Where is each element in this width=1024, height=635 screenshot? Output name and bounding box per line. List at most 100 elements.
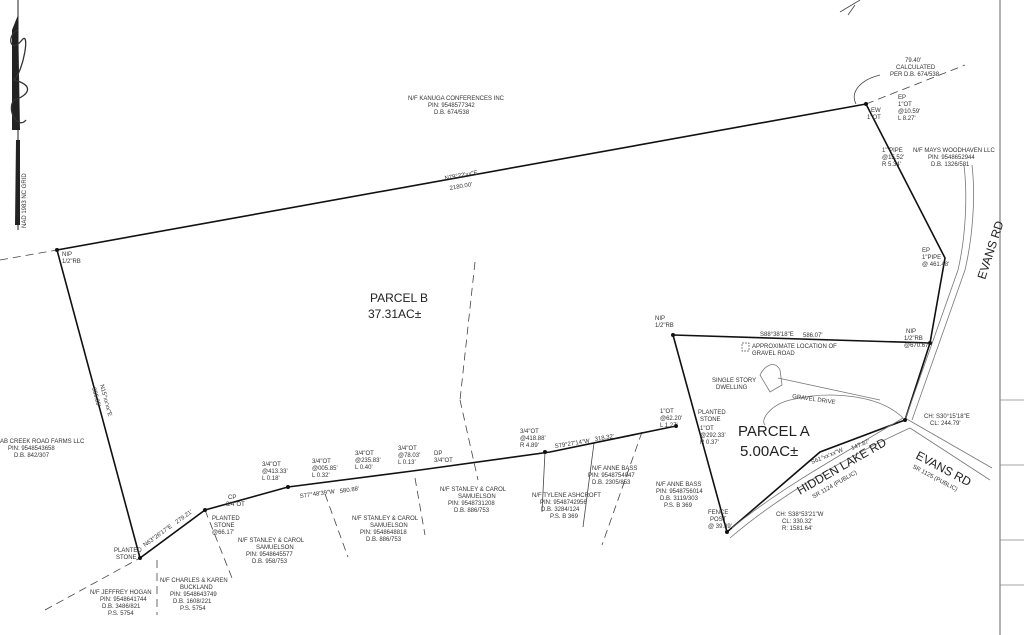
svg-text:PIN: 9548641744: PIN: 9548641744	[100, 597, 147, 603]
svg-text:@ 461.48': @ 461.48'	[922, 262, 949, 268]
svg-text:STONE: STONE	[116, 555, 137, 561]
parcel-a-name: PARCEL A	[738, 423, 810, 440]
svg-text:1"OT: 1"OT	[700, 426, 714, 432]
monument-label-6: 1"OT@62.20'L 1.27'	[660, 409, 682, 429]
svg-text:@66.17': @66.17'	[212, 530, 234, 536]
svg-text:79.40': 79.40'	[905, 58, 921, 64]
svg-text:D.B. 3486/821: D.B. 3486/821	[102, 604, 141, 610]
svg-text:D.B. 842/307: D.B. 842/307	[14, 453, 50, 459]
svg-text:PIN: 9548648818: PIN: 9548648818	[360, 530, 407, 536]
extension-lines	[0, 64, 966, 615]
svg-text:NIP: NIP	[62, 252, 72, 258]
svg-text:D.B. 958/753: D.B. 958/753	[252, 559, 288, 565]
svg-text:SINGLE STORY: SINGLE STORY	[712, 378, 756, 384]
svg-text:PIN: 9548756014: PIN: 9548756014	[656, 489, 703, 495]
svg-text:@10.59': @10.59'	[898, 109, 920, 115]
svg-text:P.S. B 369: P.S. B 369	[664, 503, 693, 509]
svg-text:L 0.40': L 0.40'	[355, 465, 373, 471]
svg-text:EP: EP	[898, 95, 906, 101]
svg-text:D.B. 3119/303: D.B. 3119/303	[660, 496, 699, 502]
svg-text:PIN: 9548577342: PIN: 9548577342	[428, 103, 475, 109]
svg-text:SAMUELSON: SAMUELSON	[458, 494, 496, 500]
svg-text:GRAVEL ROAD: GRAVEL ROAD	[752, 351, 795, 357]
owner-creek-farms: AB CREEK ROAD FARMS LLC PIN: 9548543658 …	[0, 439, 85, 459]
road-lines	[729, 164, 993, 539]
svg-text:CH: S38°53'21"W: CH: S38°53'21"W	[776, 512, 824, 518]
svg-text:APPROXIMATE LOCATION OF: APPROXIMATE LOCATION OF	[752, 344, 837, 350]
monument-markers	[55, 102, 932, 560]
svg-text:@005.85': @005.85'	[312, 466, 338, 472]
svg-text:L 0.13': L 0.13'	[398, 460, 416, 466]
svg-text:P.S. B 369: P.S. B 369	[550, 514, 579, 520]
svg-text:3/4"OT: 3/4"OT	[226, 502, 245, 508]
svg-text:P.S. 5754: P.S. 5754	[180, 606, 206, 612]
svg-text:PIN: 9548731208: PIN: 9548731208	[448, 501, 495, 507]
datum-label: NAD 1983 NC GRID	[22, 173, 28, 228]
svg-text:EP: EP	[922, 248, 930, 254]
svg-text:CP: CP	[228, 495, 236, 501]
svg-text:L 8.27': L 8.27'	[898, 116, 916, 122]
distance-west: 955.35'	[90, 387, 101, 407]
parcel-a-area: 5.00AC±	[740, 443, 798, 460]
svg-text:P.S. 5754: P.S. 5754	[108, 611, 134, 617]
svg-text:N/F JEFFREY HOGAN: N/F JEFFREY HOGAN	[90, 590, 152, 596]
svg-text:PIN: 9548645577: PIN: 9548645577	[246, 552, 293, 558]
svg-text:STONE: STONE	[214, 523, 235, 529]
monument-label-1: 3/4"OT@413.33'L 0.18'	[262, 462, 288, 482]
svg-text:BUCKLAND: BUCKLAND	[180, 585, 213, 591]
svg-text:1"PIPE: 1"PIPE	[922, 255, 941, 261]
parcel-b-area: 37.31AC±	[368, 307, 422, 321]
svg-text:@413.33': @413.33'	[262, 469, 288, 475]
svg-text:1"OT: 1"OT	[898, 102, 912, 108]
svg-text:3/4"OT: 3/4"OT	[355, 451, 374, 457]
svg-text:N/F STANLEY & CAROL: N/F STANLEY & CAROL	[352, 516, 419, 522]
owner-ashcroft: N/F TYLENE ASHCROFT PIN: 9548742956 D.B.…	[532, 493, 601, 520]
svg-text:1" PIPE: 1" PIPE	[882, 148, 903, 154]
bearing-parcel-a-north: S88°38'18"E	[760, 332, 794, 338]
owner-mays: N/F MAYS WOODHAVEN LLC PIN: 9548652944 D…	[913, 148, 995, 168]
svg-text:3/4"OT: 3/4"OT	[312, 459, 331, 465]
svg-text:SAMUELSON: SAMUELSON	[256, 545, 294, 551]
svg-text:PIN: 9548742956: PIN: 9548742956	[540, 500, 587, 506]
parcel-a-boundary	[672, 334, 932, 534]
svg-text:D.B. 674/538: D.B. 674/538	[434, 110, 470, 116]
east-boundary	[865, 103, 946, 344]
svg-text:@670.67': @670.67'	[904, 343, 930, 349]
svg-text:FENCE: FENCE	[708, 510, 728, 516]
monument-label-2: 3/4"OT@005.85'L 0.32'	[312, 459, 338, 479]
svg-text:STONE: STONE	[700, 417, 721, 423]
svg-text:3/4"OT: 3/4"OT	[398, 446, 417, 452]
svg-text:PIN: 9548652944: PIN: 9548652944	[928, 155, 975, 161]
svg-text:AB CREEK ROAD FARMS LLC: AB CREEK ROAD FARMS LLC	[0, 439, 85, 445]
parcel-b-name: PARCEL B	[370, 291, 428, 305]
svg-text:1/2"RB: 1/2"RB	[655, 323, 674, 329]
svg-text:N/F TYLENE ASHCROFT: N/F TYLENE ASHCROFT	[532, 493, 601, 499]
svg-text:@78.03': @78.03'	[398, 453, 420, 459]
svg-text:D.B. 3284/124: D.B. 3284/124	[541, 507, 580, 513]
distance-south-3: 318.32'	[594, 434, 614, 443]
bearing-north: N79°22'xx"E	[444, 170, 478, 182]
bearing-south-2: S77°48'39"W	[299, 489, 335, 500]
monument-label-4: 3/4"OT@78.03'L 0.13'	[398, 446, 420, 466]
distance-south-1: 279.21'	[175, 509, 194, 525]
parcel-b-boundary	[56, 103, 867, 560]
owner-samuelson-1: N/F STANLEY & CAROL SAMUELSON PIN: 95486…	[238, 538, 305, 565]
distance-parcel-a-north: 586.07'	[803, 333, 823, 339]
svg-text:POST: POST	[710, 517, 727, 523]
north-arrow-icon	[10, 0, 29, 230]
svg-text:D.B. 886/753: D.B. 886/753	[454, 508, 490, 514]
svg-text:L 1.27': L 1.27'	[660, 423, 678, 429]
svg-text:CH: S30°15'18"E: CH: S30°15'18"E	[924, 414, 970, 420]
svg-text:N/F CHARLES & KAREN: N/F CHARLES & KAREN	[160, 578, 228, 584]
owner-buckland-1: N/F CHARLES & KAREN BUCKLAND PIN: 954864…	[160, 578, 228, 612]
svg-text:PIN: 9548643749: PIN: 9548643749	[170, 592, 217, 598]
evans-road-upper-label: EVANS RD	[975, 219, 1007, 281]
bearing-south-3: S79°27'14"W	[554, 438, 590, 450]
svg-text:DWELLING: DWELLING	[716, 385, 748, 391]
svg-text:DP: DP	[434, 451, 442, 457]
monument-label-5: 3/4"OT@418.88'R 4.89'	[520, 429, 546, 449]
svg-text:D.B. 1608/221: D.B. 1608/221	[173, 599, 212, 605]
owner-bass-1: N/F ANNE BASS PIN: 9548754047 D.B. 2305/…	[588, 466, 637, 486]
distance-north: 2180.00'	[449, 182, 473, 192]
